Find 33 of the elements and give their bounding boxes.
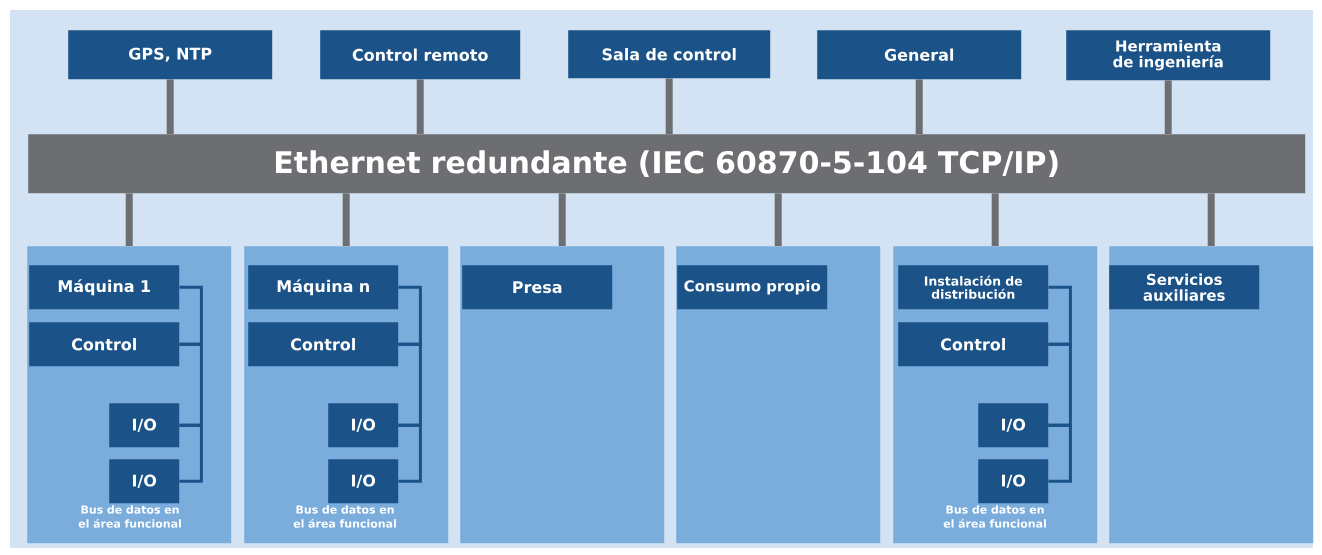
bus-line bbox=[1048, 342, 1072, 427]
component-box: Instalación de distribución bbox=[898, 265, 1049, 310]
component-box: Máquina n bbox=[248, 265, 399, 310]
area-panel bbox=[1109, 246, 1314, 544]
area-panel bbox=[676, 246, 881, 544]
component-box: Control bbox=[29, 322, 180, 367]
bus-line bbox=[1048, 423, 1072, 483]
component-box: I/O bbox=[978, 403, 1049, 448]
bus-line bbox=[179, 342, 203, 427]
bus-line bbox=[398, 423, 422, 483]
component-box: Máquina 1 bbox=[29, 265, 180, 310]
component-box: Servicios auxiliares bbox=[1109, 265, 1260, 310]
device-box: Sala de control bbox=[568, 30, 771, 79]
component-box: I/O bbox=[328, 403, 399, 448]
component-box: Control bbox=[898, 322, 1049, 367]
bus-line bbox=[179, 423, 203, 483]
component-box: I/O bbox=[328, 459, 399, 504]
bus-line bbox=[398, 285, 422, 346]
component-box: I/O bbox=[109, 459, 180, 504]
bus-line bbox=[398, 342, 422, 427]
device-box: Control remoto bbox=[320, 30, 521, 80]
bus-line bbox=[1048, 285, 1072, 346]
component-box: Control bbox=[248, 322, 399, 367]
device-box: Herramienta de ingeniería bbox=[1066, 30, 1271, 81]
component-box: Consumo propio bbox=[677, 265, 828, 310]
component-box: I/O bbox=[109, 403, 180, 448]
component-box: I/O bbox=[978, 459, 1049, 504]
area-panel bbox=[460, 246, 665, 544]
component-box: Presa bbox=[462, 265, 613, 310]
bus-line bbox=[179, 285, 203, 346]
device-box: GPS, NTP bbox=[68, 30, 273, 80]
device-box: General bbox=[817, 30, 1022, 80]
network-bar: Ethernet redundante (IEC 60870-5-104 TCP/IP) bbox=[28, 134, 1306, 194]
